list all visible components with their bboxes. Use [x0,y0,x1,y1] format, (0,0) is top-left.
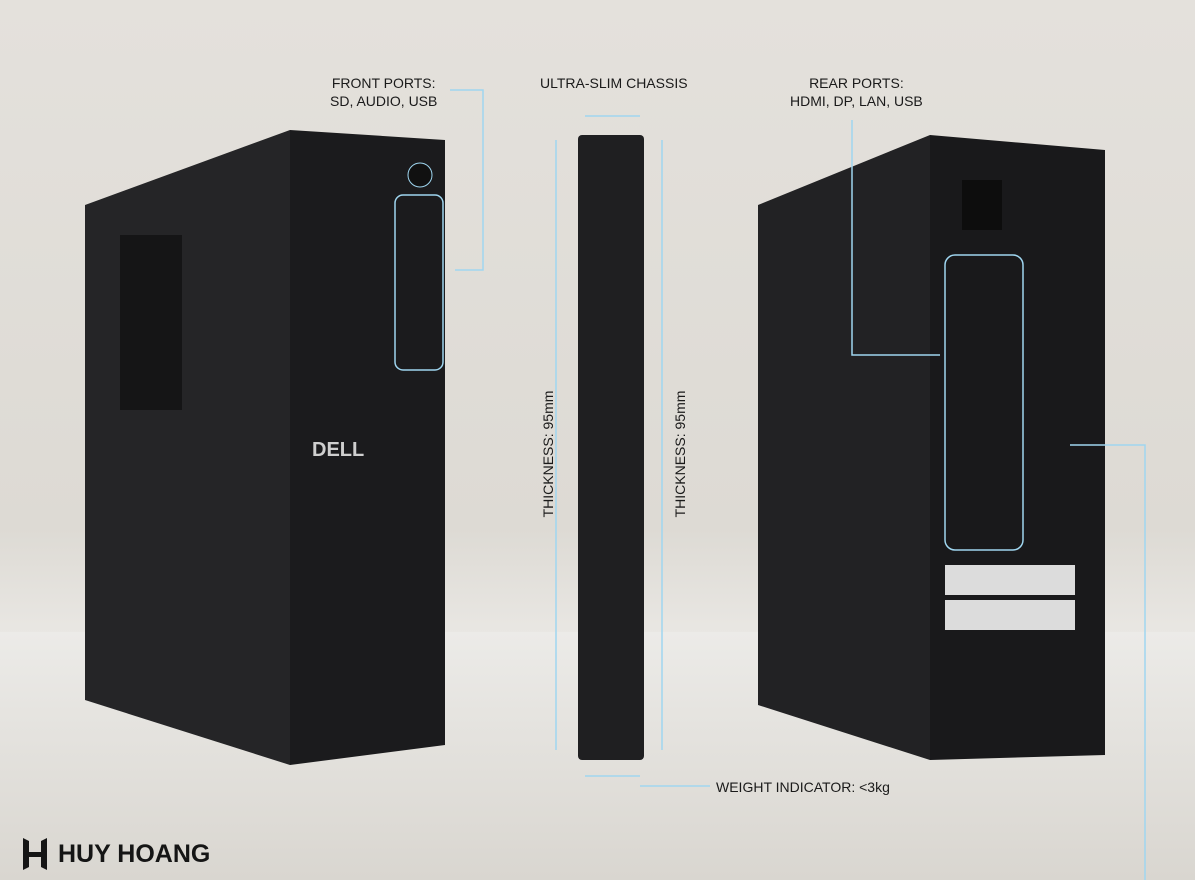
thickness-label-left: THICKNESS: 95mm [540,390,556,518]
dell-logo: DELL [312,439,364,461]
rear-ports-label: REAR PORTS: HDMI, DP, LAN, USB [790,74,923,110]
front-ports-list: SD, AUDIO, USB [330,93,438,109]
front-ports-title: FRONT PORTS: [331,75,436,91]
chassis-label: ULTRA-SLIM CHASSIS [540,75,688,91]
watermark-text: HUY HOANG [58,839,211,868]
thickness-label-right: THICKNESS: 95mm [672,390,688,518]
rear-ports-list: HDMI, DP, LAN, USB [790,93,923,109]
hh-logo-icon [23,838,47,870]
watermark-logo: HUY HOANG [20,836,210,872]
front-view-pc [85,130,445,765]
weight-label: WEIGHT INDICATOR: <3kg [716,779,890,795]
front-ports-label: FRONT PORTS: SD, AUDIO, USB [330,74,437,110]
rear-ports-title: REAR PORTS: [809,75,904,91]
side-view-pc [555,115,710,787]
rear-view-pc [758,135,1105,760]
